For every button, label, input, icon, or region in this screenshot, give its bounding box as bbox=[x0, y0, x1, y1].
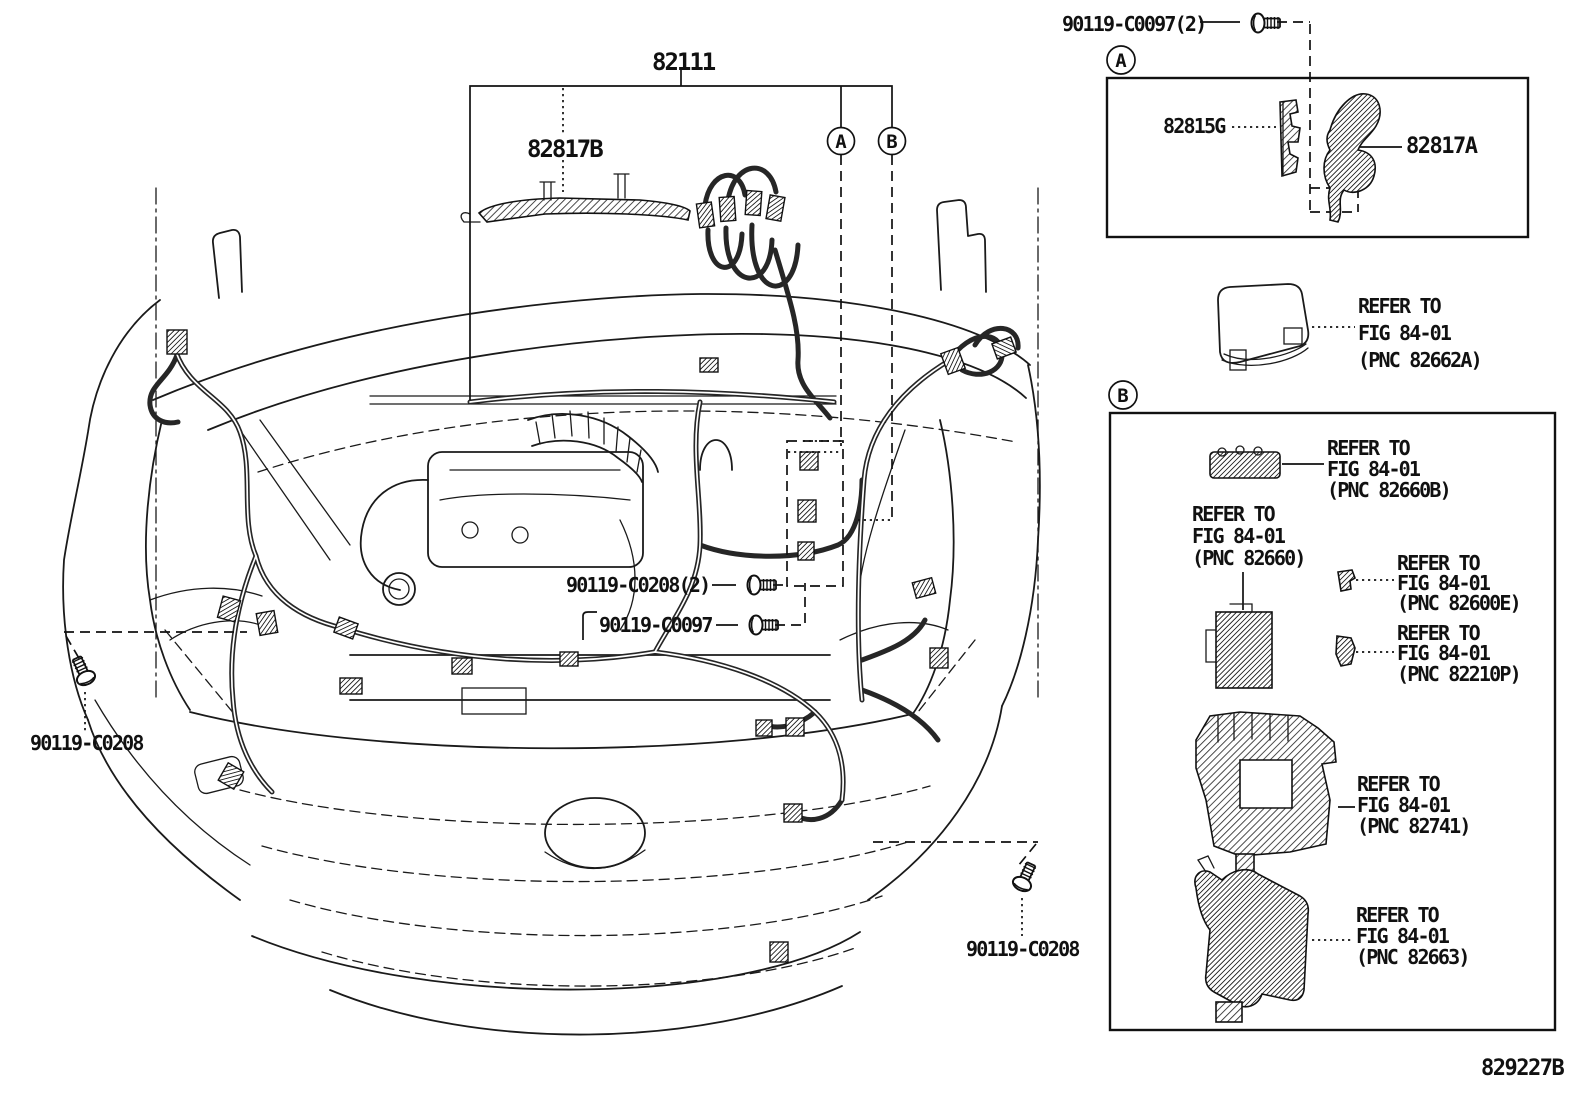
part-number-90119-c0208-left[interactable]: 90119-C0208 bbox=[30, 731, 145, 755]
bumper-lip bbox=[329, 985, 843, 1036]
oil-cap bbox=[382, 572, 416, 606]
engine-detail-2 bbox=[511, 526, 529, 544]
refer-82600e-line2: FIG 84-01 bbox=[1397, 571, 1491, 595]
refer-82210p-line3: (PNC 82210P) bbox=[1397, 662, 1520, 686]
part-number-90119-c0208-right[interactable]: 90119-C0208 bbox=[966, 937, 1081, 961]
refer-82663-line1: REFER TO bbox=[1356, 903, 1440, 927]
refer-82660b-line3: (PNC 82660B) bbox=[1327, 478, 1450, 502]
bumper-left-corner bbox=[87, 719, 241, 901]
right-pillar bbox=[936, 199, 987, 293]
oil-cap-inner bbox=[388, 578, 410, 600]
cover-82662a bbox=[1217, 283, 1355, 371]
part-82660b-shape bbox=[1209, 451, 1281, 479]
part-number-90119-c0097-2[interactable]: 90119-C0097(2) bbox=[1062, 12, 1207, 36]
refer-82663-line2: FIG 84-01 bbox=[1356, 924, 1450, 948]
part-number-90119-c0208-2[interactable]: 90119-C0208(2) bbox=[566, 573, 711, 597]
left-pillar bbox=[211, 228, 243, 299]
part-number-82817a[interactable]: 82817A bbox=[1406, 134, 1479, 159]
part-82817a-shape bbox=[1323, 93, 1381, 223]
fog-lamp-left bbox=[194, 755, 244, 795]
engine-block bbox=[427, 451, 644, 568]
intake-ribs bbox=[535, 410, 642, 473]
part-82815g-shape bbox=[1279, 99, 1301, 178]
front-crossmember bbox=[349, 654, 831, 701]
hose-loop bbox=[699, 439, 733, 471]
refer-82600e-line3: (PNC 82600E) bbox=[1397, 591, 1520, 615]
grille-line-3 bbox=[289, 895, 883, 937]
left-inner-fender bbox=[145, 419, 191, 711]
right-fender-silhouette bbox=[1001, 364, 1041, 707]
engine-detail-1 bbox=[461, 521, 479, 539]
part-number-82111[interactable]: 82111 bbox=[652, 48, 718, 76]
part-number-90119-c0097[interactable]: 90119-C0097 bbox=[599, 613, 714, 637]
detail-box-a bbox=[1105, 12, 1530, 239]
refer-82660b-line1: REFER TO bbox=[1327, 436, 1411, 460]
refer-cover-line3: (PNC 82662A) bbox=[1358, 348, 1481, 372]
transmission-hump bbox=[359, 479, 429, 591]
part-number-82815g[interactable]: 82815G bbox=[1163, 114, 1228, 138]
intake-tube bbox=[527, 413, 659, 483]
hood-rear-dashed bbox=[257, 410, 1017, 473]
refer-82741-line1: REFER TO bbox=[1357, 772, 1441, 796]
callout-b-panel: B bbox=[1117, 385, 1128, 407]
refer-82741-line3: (PNC 82741) bbox=[1357, 814, 1470, 838]
left-fender-silhouette bbox=[62, 299, 161, 721]
right-inner-fender bbox=[911, 419, 955, 716]
refer-82660b-line2: FIG 84-01 bbox=[1327, 457, 1421, 481]
refer-82600e-line1: REFER TO bbox=[1397, 551, 1481, 575]
refer-cover-line2: FIG 84-01 bbox=[1358, 321, 1452, 345]
refer-82210p-line1: REFER TO bbox=[1397, 621, 1481, 645]
refer-cover-line1: REFER TO bbox=[1358, 294, 1442, 318]
refer-82660-line3: (PNC 82660) bbox=[1192, 546, 1305, 570]
refer-82741-line2: FIG 84-01 bbox=[1357, 793, 1451, 817]
engine-top-lines bbox=[439, 469, 631, 501]
grille-upper bbox=[189, 711, 913, 750]
part-82600e-shape bbox=[1337, 569, 1356, 592]
cowl-upper-edge bbox=[152, 293, 1031, 401]
refer-82663-line3: (PNC 82663) bbox=[1356, 945, 1469, 969]
refer-82660-line2: FIG 84-01 bbox=[1192, 524, 1286, 548]
arch-dashes bbox=[164, 629, 976, 716]
part-number-82817b[interactable]: 82817B bbox=[527, 135, 605, 163]
bumper-lower bbox=[251, 931, 861, 991]
lower-bracket bbox=[461, 687, 527, 715]
harness-connectors bbox=[166, 189, 1018, 963]
grille-line-1 bbox=[239, 785, 931, 826]
part-82210p-shape bbox=[1335, 635, 1356, 667]
bumper-right-corner bbox=[867, 705, 1003, 901]
protector-82817b-part bbox=[460, 173, 691, 223]
left-arch bbox=[94, 699, 251, 866]
detail-box-b bbox=[1108, 380, 1557, 1032]
part-82663-shape bbox=[1194, 868, 1310, 1008]
cowl-lower-edge bbox=[207, 332, 1027, 431]
text-labels: 82111 82817B A B 90119-C0097(2) A 82815G… bbox=[30, 12, 1566, 1081]
callout-a-drawing: A bbox=[835, 131, 847, 153]
part-82741-shape bbox=[1195, 711, 1337, 857]
callout-lines bbox=[64, 70, 1041, 936]
vehicle-front-line-art bbox=[62, 187, 1041, 1036]
grille-line-4 bbox=[321, 947, 856, 987]
callout-b-drawing: B bbox=[886, 131, 897, 153]
refer-82660-line1: REFER TO bbox=[1192, 502, 1276, 526]
refer-82210p-line2: FIG 84-01 bbox=[1397, 641, 1491, 665]
drawing-number: 829227B bbox=[1481, 1056, 1564, 1081]
emblem-arc bbox=[544, 849, 646, 870]
emblem-oval bbox=[544, 797, 646, 869]
wiring-harness bbox=[147, 165, 1021, 963]
part-82660-shape bbox=[1215, 611, 1273, 689]
grille-line-2 bbox=[261, 841, 909, 883]
callout-a-panel: A bbox=[1115, 50, 1127, 72]
apron-lines bbox=[239, 419, 906, 631]
